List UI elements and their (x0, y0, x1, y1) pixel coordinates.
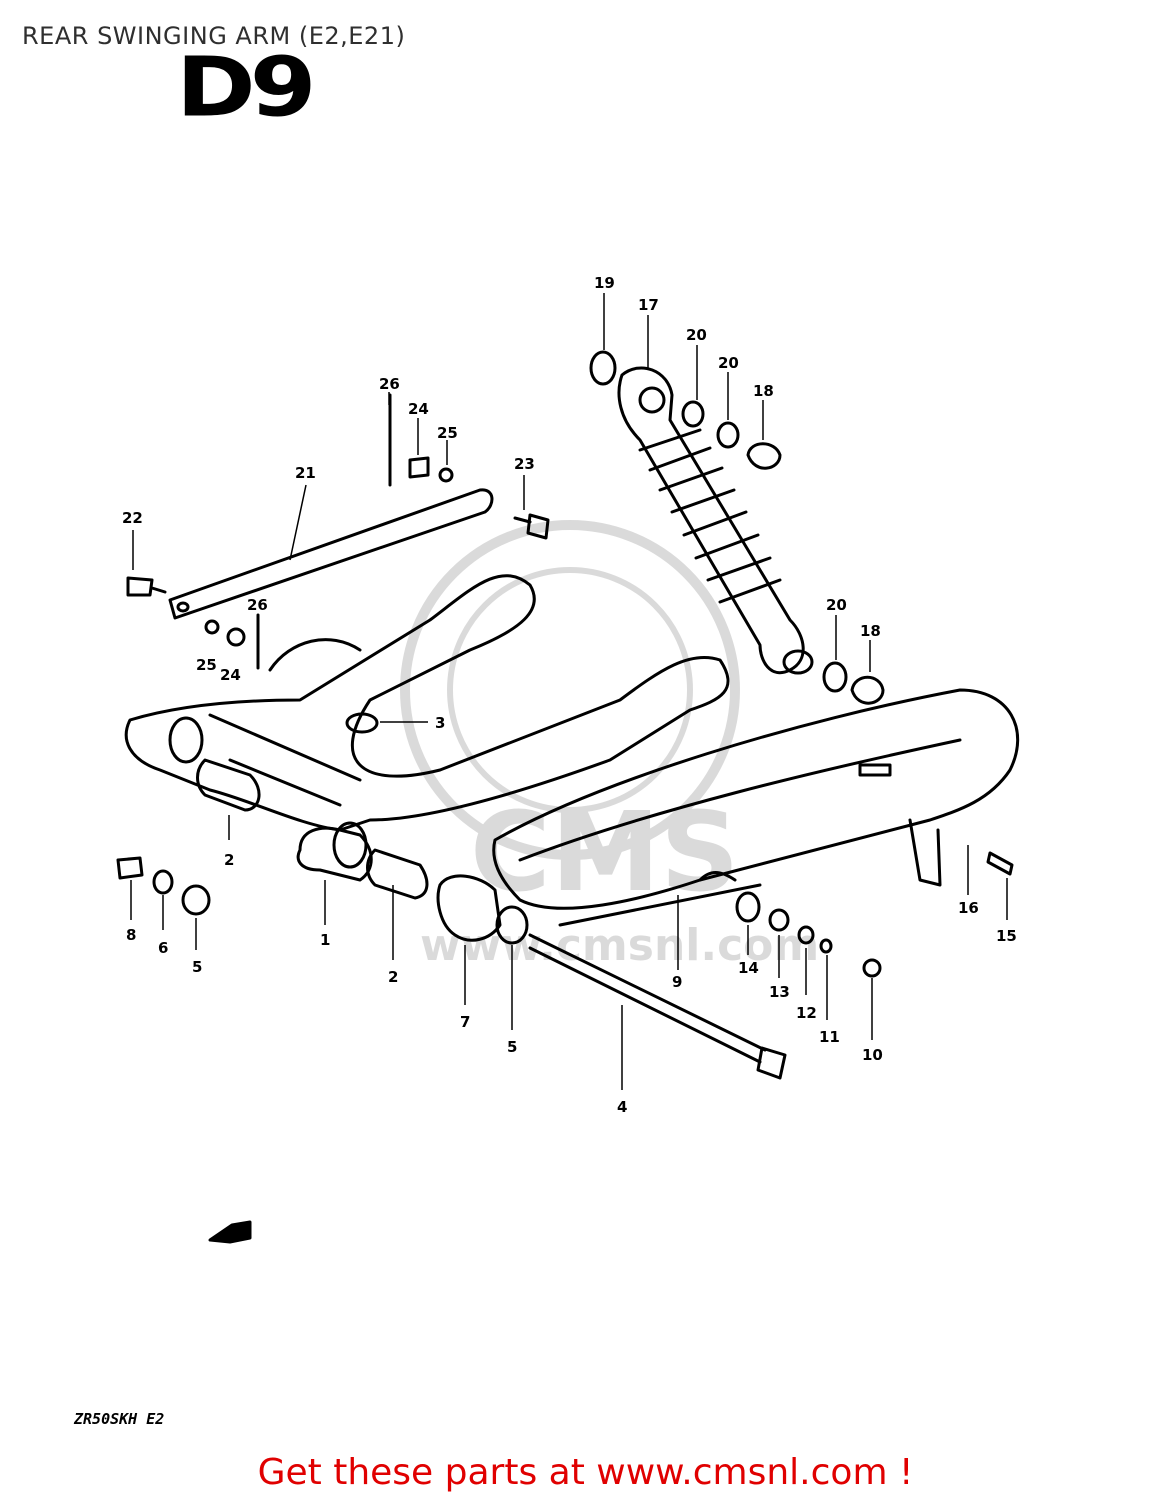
washer-5-left (181, 884, 211, 916)
callout-18-upper: 18 (753, 382, 774, 400)
callout-24-upper: 24 (408, 400, 429, 418)
callout-14: 14 (738, 959, 759, 977)
callout-24-lower: 24 (220, 666, 241, 684)
cap-nut-18-lower (850, 675, 885, 705)
bushing-2-right (366, 848, 429, 900)
callout-18-lower: 18 (860, 622, 881, 640)
cap-nut-18-upper (746, 442, 782, 470)
callout-3: 3 (435, 714, 445, 732)
callout-5-right: 5 (507, 1038, 517, 1056)
callout-12: 12 (796, 1004, 817, 1022)
washer-20-a (681, 400, 705, 428)
nut-8 (116, 856, 144, 880)
callout-16: 16 (958, 899, 979, 917)
callout-26-lower: 26 (247, 596, 268, 614)
bolt-22 (126, 576, 167, 597)
bushing-14 (735, 891, 761, 923)
pivot-tube-1 (296, 826, 373, 882)
washer-19 (589, 350, 617, 386)
callout-20-a: 20 (686, 326, 707, 344)
callout-9: 9 (672, 973, 682, 991)
callout-10: 10 (862, 1046, 883, 1064)
swing-arm-left (124, 574, 730, 832)
section-code: D9 (176, 40, 317, 136)
cross-member (208, 713, 362, 807)
pivot-bore-left (168, 716, 204, 764)
leader-lines (130, 293, 1008, 1090)
callout-11: 11 (819, 1028, 840, 1046)
page-title: REAR SWINGING ARM (E2,E21) (22, 22, 406, 50)
washer-6 (152, 869, 174, 895)
callout-6: 6 (158, 939, 168, 957)
nut-24-upper (408, 456, 430, 479)
pivot-axle-4 (528, 933, 767, 1064)
chain-guide (558, 871, 762, 927)
washer-12 (797, 925, 815, 945)
callout-8: 8 (126, 926, 136, 944)
callout-19: 19 (594, 274, 615, 292)
washer-11 (819, 938, 833, 954)
swing-arm-right-inner (518, 738, 962, 862)
callout-13: 13 (769, 983, 790, 1001)
callout-21: 21 (295, 464, 316, 482)
swing-arm-right (492, 688, 1020, 910)
brace-21-hole (176, 601, 190, 613)
promo-link[interactable]: Get these parts at www.cmsnl.com ! (257, 1452, 914, 1493)
shock-spring (638, 428, 782, 604)
callout-2-left: 2 (224, 851, 234, 869)
bracket-16 (908, 818, 942, 887)
bumper-3 (345, 712, 379, 734)
nut-24-lower (226, 627, 246, 647)
pivot-bore-right (332, 821, 368, 869)
front-arrow-icon (208, 1220, 252, 1244)
callout-4: 4 (617, 1098, 627, 1116)
nut-25-lower (204, 619, 220, 635)
callout-20-c: 20 (826, 596, 847, 614)
washer-5-right (495, 905, 529, 945)
washer-20-b (716, 421, 740, 449)
callout-26-upper: 26 (379, 375, 400, 393)
callout-23: 23 (514, 455, 535, 473)
callout-20-b: 20 (718, 354, 739, 372)
watermark-logo: CMS www.cmsnl.com (400, 520, 819, 971)
fork-loop (268, 638, 362, 672)
brace-21 (168, 488, 494, 620)
callout-5-left: 5 (192, 958, 202, 976)
callout-25-upper: 25 (437, 424, 458, 442)
nut-25-upper (438, 467, 454, 483)
pivot-axle-head (756, 1046, 787, 1080)
shock-absorber-17 (617, 366, 805, 674)
callout-22: 22 (122, 509, 143, 527)
callout-labels: 1 2 2 3 4 5 5 6 7 8 9 10 11 12 13 14 15 … (122, 274, 1017, 1116)
model-code: ZR50SKH E2 (74, 1410, 165, 1428)
callout-7: 7 (460, 1013, 470, 1031)
watermark-url: www.cmsnl.com (420, 920, 819, 971)
washer-20-c (822, 661, 848, 693)
collar-7 (436, 874, 502, 942)
callout-1: 1 (320, 931, 330, 949)
slot (858, 763, 892, 777)
shock-upper-eye (638, 386, 666, 414)
bushing-2-left (196, 758, 261, 812)
nut-10 (862, 958, 882, 978)
bolt-15 (986, 851, 1014, 876)
callout-2-right: 2 (388, 968, 398, 986)
callout-17: 17 (638, 296, 659, 314)
callout-15: 15 (996, 927, 1017, 945)
spacer-13 (768, 908, 790, 932)
callout-25-lower: 25 (196, 656, 217, 674)
shock-lower-eye (782, 649, 814, 675)
bolt-23 (513, 513, 550, 540)
